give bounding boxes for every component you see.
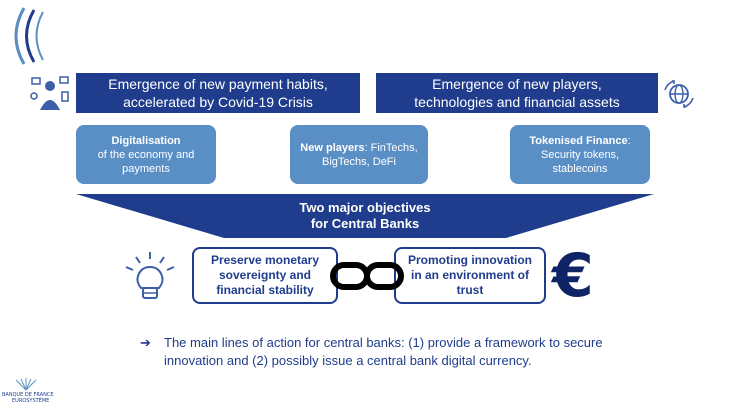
euro-icon: € [552, 241, 594, 311]
digitalisation-title: Digitalisation [111, 134, 181, 147]
objective-innovation-text: Promoting innovation in an environment o… [408, 253, 532, 297]
logo-line2: EUROSYSTÈME [12, 398, 50, 404]
bottom-arrow-icon: ➔ [140, 335, 151, 350]
objective-preserve-box: Preserve monetary sovereignty and financ… [192, 247, 338, 304]
box-tokenised-finance: Tokenised Finance: Security tokens, stab… [510, 125, 650, 184]
objective-preserve-text: Preserve monetary sovereignty and financ… [210, 253, 320, 297]
banner-new-players-text: Emergence of new players, technologies a… [414, 76, 620, 110]
decorative-arcs [14, 7, 44, 65]
new-players-title: New players [300, 141, 365, 154]
lightbulb-icon [125, 252, 175, 299]
objectives-title: Two major objectives for Central Banks [215, 200, 515, 232]
bottom-summary-text: The main lines of action for central ban… [164, 335, 603, 368]
objectives-title-line2: for Central Banks [310, 216, 420, 231]
objectives-title-line1: Two major objectives [299, 200, 431, 215]
tokenised-content: Tokenised Finance: Security tokens, stab… [518, 134, 642, 176]
new-players-content: New players: FinTechs, BigTechs, DeFi [298, 141, 420, 169]
objectives-funnel [76, 194, 654, 238]
box-digitalisation: Digitalisation of the economy and paymen… [76, 125, 216, 184]
logo-line1: BANQUE DE FRANCE [2, 392, 54, 398]
payment-habits-icon [30, 76, 69, 110]
globe-icon [664, 80, 694, 108]
new-players-text: : FinTechs, BigTechs, DeFi [322, 141, 418, 168]
banque-de-france-logo [15, 378, 37, 391]
logo-text: BANQUE DE FRANCE EUROSYSTÈME [2, 392, 62, 404]
objective-innovation-box: Promoting innovation in an environment o… [394, 247, 546, 304]
tokenised-title: Tokenised Finance [529, 134, 628, 147]
chain-link-icon [330, 262, 404, 290]
tokenised-text: : Security tokens, stablecoins [540, 134, 631, 175]
banner-payment-habits: Emergence of new payment habits, acceler… [76, 73, 360, 113]
banner-payment-habits-text: Emergence of new payment habits, acceler… [108, 76, 328, 110]
banner-new-players: Emergence of new players, technologies a… [376, 73, 658, 113]
box-new-players: New players: FinTechs, BigTechs, DeFi [290, 125, 428, 184]
digitalisation-text: of the economy and payments [97, 148, 195, 175]
